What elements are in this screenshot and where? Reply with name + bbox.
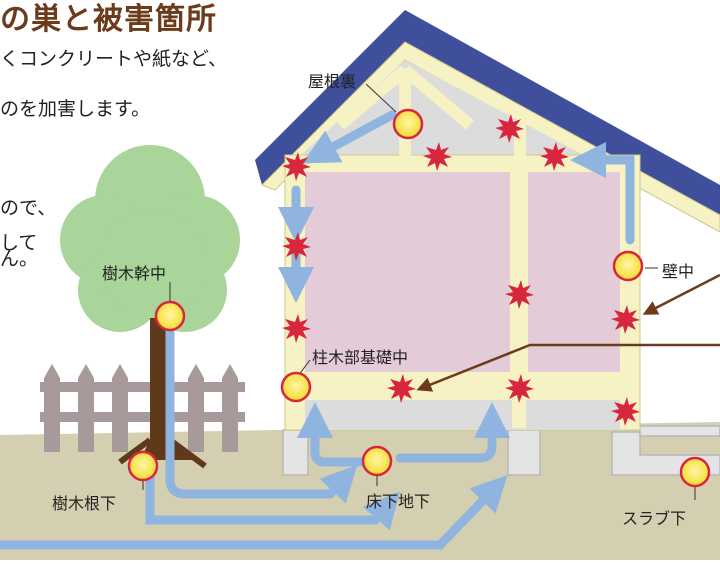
pointer-lines bbox=[416, 273, 720, 392]
label-tree-trunk: 樹木幹中 bbox=[102, 264, 167, 283]
tree bbox=[60, 145, 240, 469]
damage-marker bbox=[282, 314, 311, 343]
intro-line-4: して bbox=[0, 232, 38, 254]
nest-pillar-base bbox=[280, 371, 312, 403]
damage-marker bbox=[611, 397, 640, 426]
nest-tree-root bbox=[127, 450, 159, 482]
damage-marker bbox=[282, 152, 311, 181]
intro-line-1: くコンクリートや紙など、 bbox=[0, 48, 228, 70]
page-heading: の巣と被害箇所 bbox=[0, 2, 217, 37]
leader-lines bbox=[142, 83, 696, 500]
nest-under-slab bbox=[679, 456, 711, 488]
intro-line-2: のを加害します。 bbox=[0, 98, 151, 120]
nest-under-floor bbox=[361, 445, 393, 477]
damage-marker bbox=[282, 232, 311, 261]
nest-roof bbox=[392, 108, 424, 140]
label-under-floor: 床下地下 bbox=[366, 492, 431, 511]
termite-routes bbox=[0, 110, 635, 550]
label-roof: 屋根裏 bbox=[308, 72, 357, 91]
damage-marker bbox=[505, 280, 534, 309]
damage-marker bbox=[540, 142, 569, 171]
under-floor-space bbox=[305, 400, 620, 430]
damage-marker bbox=[505, 374, 534, 403]
nest-wall bbox=[612, 250, 644, 282]
damage-marker bbox=[611, 305, 640, 334]
fence bbox=[40, 364, 245, 452]
label-tree-root: 樹木根下 bbox=[52, 494, 117, 513]
damage-marker bbox=[387, 374, 416, 403]
damage-marker bbox=[495, 114, 524, 143]
room-right bbox=[528, 172, 620, 372]
label-pillar-base: 柱木部基礎中 bbox=[312, 348, 409, 367]
damage-marker bbox=[423, 142, 452, 171]
roof bbox=[255, 10, 720, 215]
room-left bbox=[305, 172, 510, 372]
intro-line-5: ん。 bbox=[0, 248, 39, 270]
nest-tree-trunk bbox=[154, 300, 186, 332]
label-under-slab: スラブ下 bbox=[622, 509, 687, 528]
roof-timber bbox=[261, 41, 720, 233]
intro-line-3: ので、 bbox=[0, 197, 57, 219]
damage-markers bbox=[282, 114, 640, 426]
label-wall: 壁中 bbox=[662, 262, 695, 281]
